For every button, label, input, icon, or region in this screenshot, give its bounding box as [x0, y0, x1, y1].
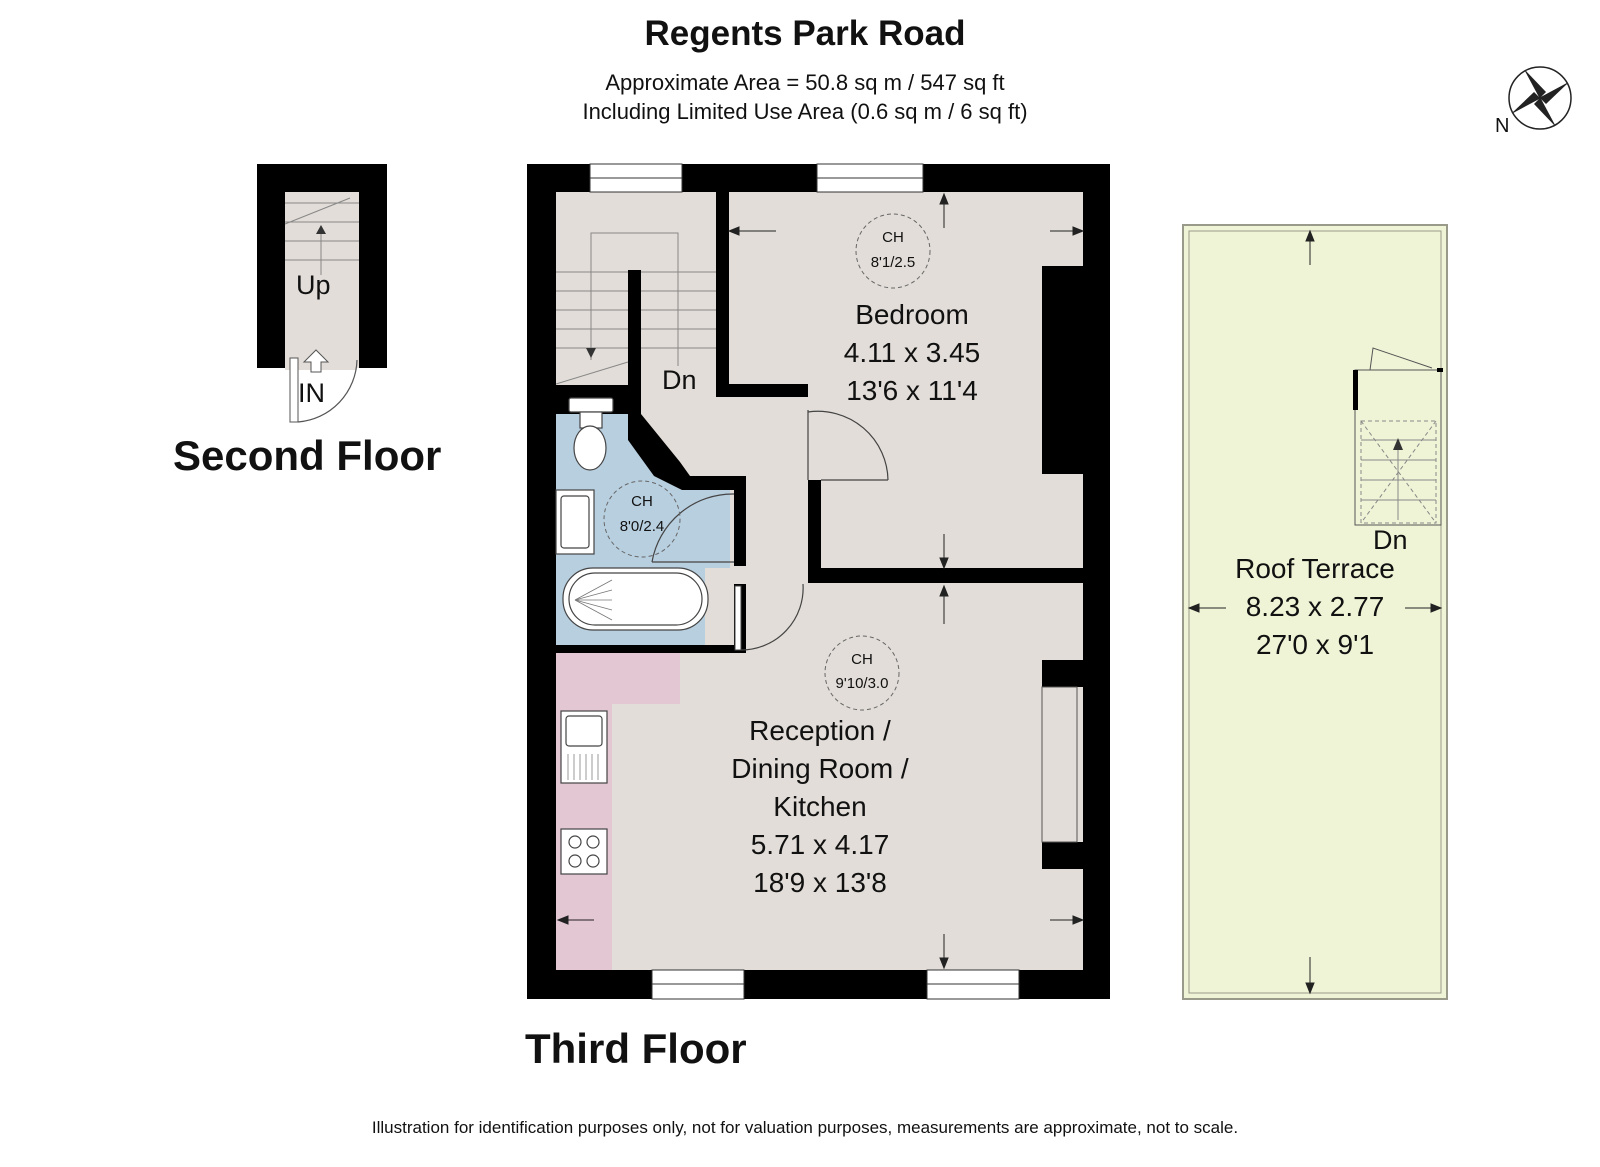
- bedroom-ceiling-height: [855, 213, 931, 289]
- dimension-arrows: [556, 192, 1085, 970]
- bedroom-metric: 4.11 x 3.45: [843, 337, 981, 368]
- second-floor-up-label: Up: [296, 270, 331, 300]
- reception-name-line2: Dining Room /: [731, 753, 909, 784]
- entrance-door: [289, 357, 299, 423]
- interior-walls: [527, 192, 1110, 869]
- down-arrow-icon: [586, 348, 596, 358]
- bedroom-door: [807, 410, 889, 481]
- north-label: N: [1495, 115, 1510, 137]
- bathroom-ceiling-height: [603, 480, 681, 558]
- reception-ceiling-height: [824, 635, 900, 711]
- second-floor-plan: [257, 164, 387, 423]
- terrace-stair-hatch: [1353, 347, 1443, 526]
- reception-name-line3: Kitchen: [773, 791, 867, 822]
- reception-imperial: 18'9 x 13'8: [753, 867, 887, 898]
- terrace-dn-label: Dn: [1373, 525, 1408, 555]
- windows: [589, 163, 1020, 1000]
- bedroom-ch-label: CH: [882, 229, 904, 246]
- up-arrow-icon: [316, 225, 326, 234]
- entrance-arrow-icon: [302, 349, 330, 373]
- roof-terrace-imperial: 27'0 x 9'1: [1255, 629, 1375, 660]
- roof-terrace-metric: 8.23 x 2.77: [1245, 591, 1385, 622]
- reception-door: [734, 583, 804, 651]
- bathroom-door: [651, 493, 735, 563]
- second-floor-stairs: [284, 197, 359, 275]
- terrace-dimension-arrows: [1187, 229, 1443, 995]
- reception-ch-value: 9'10/3.0: [835, 675, 889, 692]
- reception-ch-label: CH: [851, 651, 873, 668]
- second-floor-label: Second Floor: [173, 432, 442, 479]
- disclaimer: Illustration for identification purposes…: [371, 1118, 1239, 1137]
- reception-metric: 5.71 x 4.17: [750, 829, 890, 860]
- bathroom-ch-value: 8'0/2.4: [619, 518, 665, 535]
- third-floor-plan: [527, 163, 1110, 1000]
- bath-shower-lines: [574, 579, 613, 621]
- roof-terrace-plan: [1182, 224, 1448, 1000]
- cistern: [568, 397, 614, 413]
- bathroom-fixtures: [555, 397, 709, 631]
- bedroom-ch-value: 8'1/2.5: [870, 254, 916, 271]
- bedroom-name: Bedroom: [855, 299, 969, 330]
- reception-name-line1: Reception /: [749, 715, 891, 746]
- bathroom-ch-label: CH: [631, 493, 653, 510]
- third-floor-stairs: [555, 232, 716, 385]
- entrance-label: IN: [298, 378, 325, 408]
- hob-icon: [560, 828, 608, 875]
- bedroom-imperial: 13'6 x 11'4: [846, 375, 978, 406]
- kitchen-fixtures: [560, 710, 608, 875]
- compass-icon: [1508, 66, 1572, 130]
- limited-use-area: Including Limited Use Area (0.6 sq m / 6…: [582, 99, 1028, 124]
- toilet-icon: [573, 425, 607, 471]
- plan-title: Regents Park Road: [644, 14, 966, 53]
- third-floor-label: Third Floor: [525, 1025, 747, 1072]
- roof-terrace-name: Roof Terrace: [1235, 553, 1395, 584]
- approximate-area: Approximate Area = 50.8 sq m / 547 sq ft: [605, 70, 1005, 95]
- third-floor-dn-label: Dn: [662, 365, 697, 395]
